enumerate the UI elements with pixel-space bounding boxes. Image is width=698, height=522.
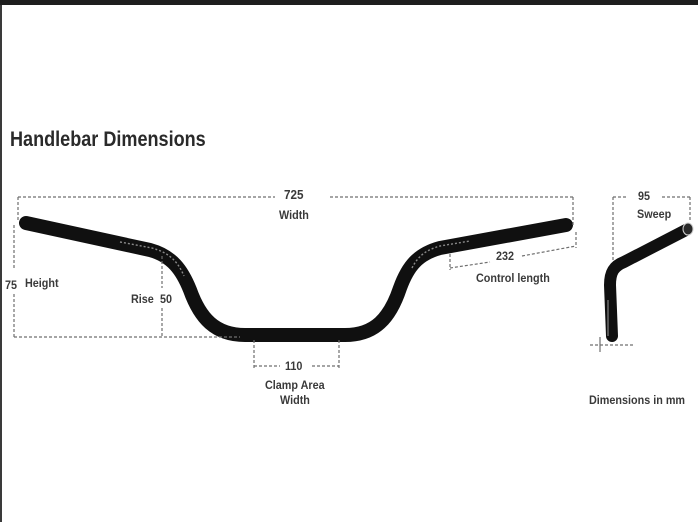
width-value: 725 xyxy=(284,187,304,202)
clamp-dimension-line xyxy=(253,340,340,370)
control-length-value: 232 xyxy=(496,249,515,263)
left-frame-border xyxy=(0,5,2,522)
control-length-label: Control length xyxy=(476,271,550,285)
clamp-label-line1: Clamp Area xyxy=(265,378,325,392)
rise-value: 50 xyxy=(160,292,173,306)
width-dimension-line xyxy=(17,196,574,226)
height-dimension-line xyxy=(13,225,240,338)
diagram-title: Handlebar Dimensions xyxy=(10,128,206,151)
units-note: Dimensions in mm xyxy=(589,393,686,407)
sweep-dimension-line xyxy=(590,196,691,352)
handlebar-front-view xyxy=(19,216,573,342)
rise-label: Rise xyxy=(131,292,154,306)
top-frame-border xyxy=(0,0,698,5)
height-label: Height xyxy=(25,276,59,290)
sweep-label: Sweep xyxy=(637,207,672,221)
control-length-dimension-line xyxy=(449,232,577,270)
sweep-value: 95 xyxy=(638,189,651,203)
width-label: Width xyxy=(279,208,309,222)
clamp-value: 110 xyxy=(285,359,303,373)
clamp-label-line2: Width xyxy=(280,393,310,407)
height-value: 75 xyxy=(5,278,18,292)
handlebar-side-view xyxy=(604,222,694,342)
